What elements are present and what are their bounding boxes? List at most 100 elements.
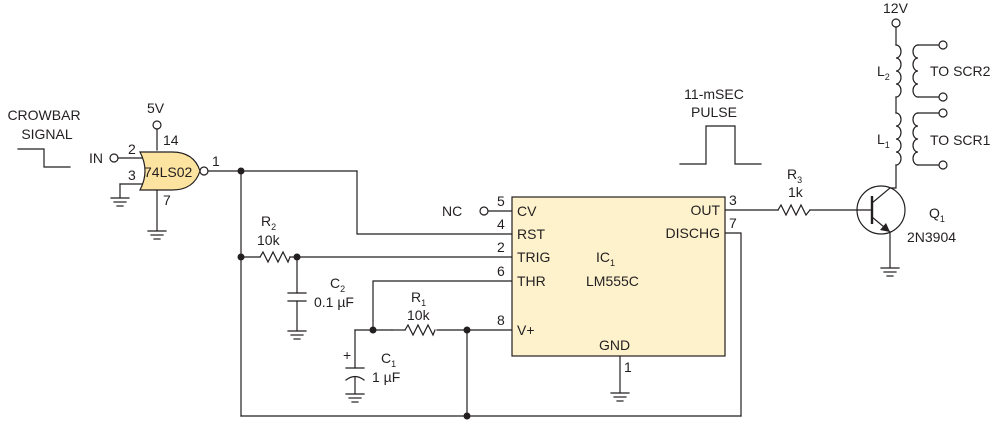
q1-part-number: 2N3904 [907,229,956,245]
transistor-q1: Q1 2N3904 [856,164,956,277]
gate-pin2-number: 2 [128,141,136,157]
nor-gate-74ls02: IN 2 3 5V 14 74LS02 7 1 [89,100,220,240]
gate-pin3-number: 3 [128,167,136,183]
gate-part-label: 74LS02 [144,164,192,180]
ic1-pin-trig-label: TRIG [517,249,550,265]
junction-thr-r1 [369,326,377,334]
q1-collector-wire [889,164,897,189]
junction-bottom [463,412,471,420]
pulse-transformers: 12V L2 L1 TO SCR2 TO SCR1 [877,0,991,170]
r2-name: R2 [261,213,276,232]
wire-to-rst [356,170,513,235]
ic1-pin-trig-number: 2 [497,239,505,255]
ic1-pin-thr-number: 6 [497,263,505,279]
junction-gate-out [237,167,245,175]
crowbar-waveform [17,148,71,168]
crowbar-label-line2: SIGNAL [21,126,73,142]
ic1-pin-out-label: OUT [690,202,720,218]
capacitor-c2: C2 0.1 µF [287,275,354,340]
ic1-body [511,196,726,357]
ic1-pin-thr-label: THR [517,273,546,289]
capacitor-c1: + C1 1 µF [343,347,400,403]
r1-name: R1 [411,289,426,308]
to-scr1-label: TO SCR1 [930,132,991,148]
crowbar-label-line1: CROWBAR [7,107,80,123]
ic1-pin-gnd-number: 1 [624,359,632,375]
ic1-pin-dischg-number: 7 [729,215,737,231]
ic1-pin-vplus-label: V+ [517,322,535,338]
ic1-lm555c: NC 5 4 2 6 8 CV RST TRIG THR V+ OUT DISC… [442,192,737,402]
l1-primary-coil [895,112,902,166]
ground-symbol-gate [147,230,167,240]
scr1-terminal-top [938,108,948,118]
resistor-r3: R3 1k [777,166,811,217]
ic1-pin-out-number: 3 [729,192,737,208]
supply-12v-terminal [891,18,901,28]
wire-thr [372,280,513,331]
gate-pin14-number: 14 [163,132,179,148]
crowbar-signal-block: CROWBAR SIGNAL [7,107,81,168]
pulse-waveform [679,125,762,165]
ic1-pin-rst-label: RST [517,226,545,242]
pulse-label-line1: 11-mSEC [684,86,744,102]
ic1-pin-gnd-label: GND [599,337,630,353]
wire-dischg [724,232,742,417]
junction-r2-left [237,253,245,261]
q1-collector-leg [871,187,891,204]
resistor-r2: R2 10k [257,213,291,264]
ic1-pin-vplus-number: 8 [497,312,505,328]
ic1-pin-cv-label: CV [517,203,537,219]
resistor-r1-zigzag [404,323,436,337]
junction-vplus [463,326,471,334]
ground-symbol-pin3 [110,197,130,207]
scr2-terminal-top [938,40,948,50]
ic1-pin-rst-number: 4 [497,216,505,232]
ic1-name: IC1 [596,249,615,268]
c1-value: 1 µF [372,369,400,385]
ground-symbol-ic1 [610,392,630,402]
supply-12v-label: 12V [883,0,909,16]
ic1-pin-cv-number: 5 [497,193,505,209]
resistor-r3-zigzag [777,203,811,217]
q1-name: Q1 [929,205,945,224]
ic1-part-number: LM555C [586,273,639,289]
c1-plus-sign: + [343,347,351,363]
ic1-pin-dischg-label: DISCHG [666,225,720,241]
nc-terminal [479,206,489,216]
c1-name: C1 [381,350,396,369]
output-pulse-block: 11-mSEC PULSE [679,86,762,165]
l1-secondary-coil [912,112,919,166]
l2-primary-coil [895,44,902,98]
scr1-terminal-bottom [938,160,948,170]
r3-name: R3 [787,166,802,185]
r1-value: 10k [407,307,431,323]
gate-pin1-number: 1 [212,153,220,169]
to-scr2-label: TO SCR2 [930,63,991,79]
in-label: IN [89,150,103,166]
nor-gate-output-bubble [199,166,209,176]
l2-name: L2 [877,63,890,82]
scr2-terminal-bottom [938,92,948,102]
l2-secondary-coil [912,44,919,98]
ground-symbol-q1 [880,267,900,277]
c2-name: C2 [330,275,345,294]
junction-trig-c2 [293,253,301,261]
in-terminal [109,153,119,163]
resistor-r1: R1 10k [391,289,436,337]
nor-gate-body [139,151,201,191]
ground-symbol-c2 [287,330,307,340]
l1-name: L1 [877,131,890,150]
gate-pin7-number: 7 [163,192,171,208]
ground-symbol-c1 [345,393,365,403]
main-wiring [207,167,858,420]
q1-emitter-arrow [880,223,890,232]
gate-vcc-terminal [152,120,162,130]
pulse-label-line2: PULSE [691,104,737,120]
r2-value: 10k [257,232,281,248]
c2-value: 0.1 µF [314,294,354,310]
c1-plate-bottom [345,375,365,381]
nc-label: NC [442,203,462,219]
r3-value: 1k [788,184,804,200]
resistor-r2-zigzag [259,250,291,264]
